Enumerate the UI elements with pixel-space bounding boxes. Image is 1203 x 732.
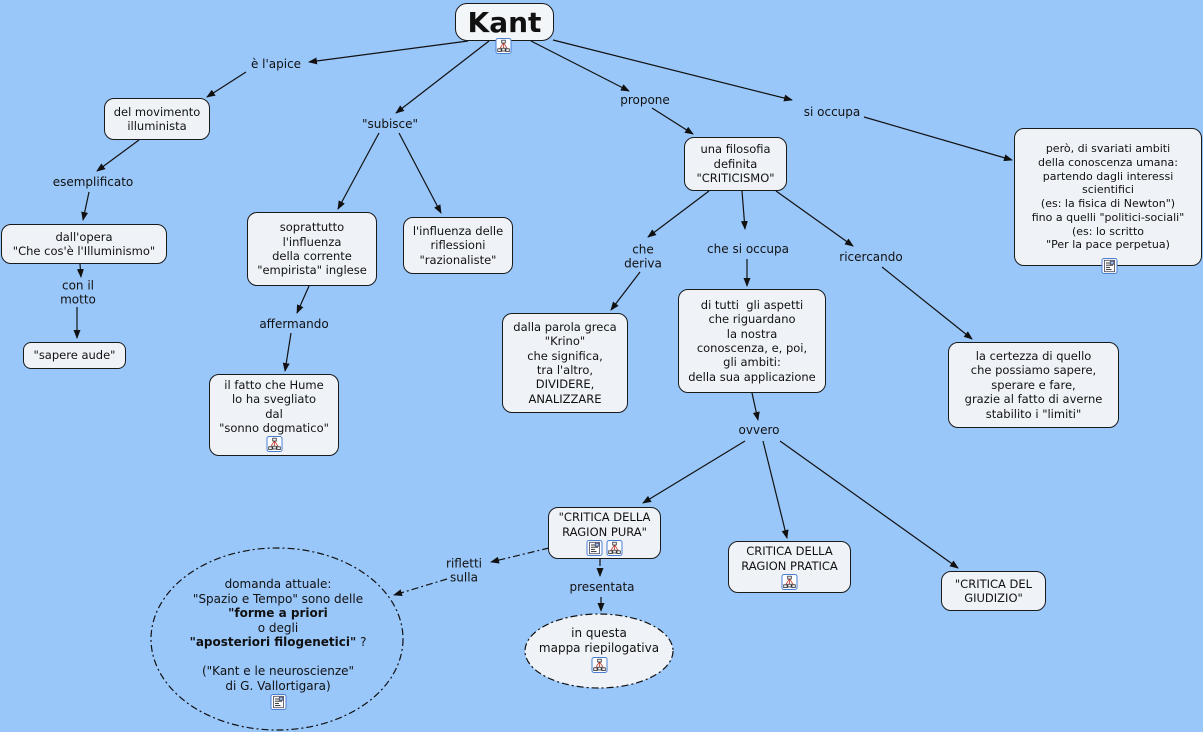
concept-label: CRITICA DELLA RAGION PRATICA — [741, 544, 838, 573]
document-icon[interactable] — [270, 694, 287, 710]
concept-label: in questa mappa riepilogativa — [538, 626, 660, 655]
concept-svariati-ambiti[interactable]: però, di svariati ambiti della conoscenz… — [1014, 128, 1202, 266]
concept-opera-illuminismo[interactable]: dall'opera "Che cos'è l'Illuminismo" — [1, 224, 167, 264]
linking-phrase-ricercando[interactable]: ricercando — [839, 249, 903, 264]
concept-label: del movimento illuminista — [113, 104, 201, 133]
concept-label: dalla parola greca "Krino" che significa… — [513, 319, 617, 406]
concept-critica-ragion-pratica[interactable]: CRITICA DELLA RAGION PRATICA — [728, 541, 851, 593]
concept-label: una filosofia definita "CRITICISMO" — [696, 142, 775, 186]
concept-critica-giudizio[interactable]: "CRITICA DEL GIUDIZIO" — [941, 571, 1046, 611]
concept-label: di tutti gli aspetti che riguardano la n… — [688, 297, 816, 384]
linking-phrase-che-si-occupa[interactable]: che si occupa — [707, 241, 789, 256]
concept-kant-label: Kant — [467, 5, 542, 39]
concept-critica-ragion-pura[interactable]: "CRITICA DELLA RAGION PURA" — [548, 507, 661, 559]
question-line: "aposteriori filogenetici" ? — [189, 635, 367, 650]
document-icon[interactable] — [1101, 258, 1118, 274]
linking-phrase-apice[interactable]: è l'apice — [250, 56, 302, 71]
question-line: o degli — [257, 620, 299, 635]
question-ellipse-shape[interactable] — [150, 547, 404, 731]
concept-corrente-empirista[interactable]: soprattutto l'influenza della corrente "… — [247, 212, 377, 286]
concept-criticismo[interactable]: una filosofia definita "CRITICISMO" — [684, 137, 787, 191]
question-line: di G. Vallortigara) — [225, 678, 331, 693]
concept-riflessioni-razionaliste[interactable]: l'influenza delle riflessioni "razionali… — [403, 217, 513, 274]
linking-phrase-ovvero[interactable]: ovvero — [738, 422, 780, 437]
concept-label: l'influenza delle riflessioni "razionali… — [412, 223, 504, 267]
document-icon[interactable] — [586, 540, 603, 556]
linking-phrase-che-deriva[interactable]: che deriva — [624, 242, 662, 271]
concept-label: il fatto che Hume lo ha svegliato dal "s… — [219, 377, 329, 435]
concept-map-icon[interactable] — [606, 540, 623, 556]
concept-krino[interactable]: dalla parola greca "Krino" che significa… — [502, 313, 628, 413]
question-line: "forme a priori — [228, 606, 328, 621]
concept-label: "sapere aude" — [33, 348, 116, 363]
concept-label: dall'opera "Che cos'è l'Illuminismo" — [12, 229, 156, 258]
linking-phrase-esemplificato[interactable]: esemplificato — [52, 174, 134, 189]
concept-movimento-illuminista[interactable]: del movimento illuminista — [104, 98, 210, 140]
linking-phrase-rifletti-sulla[interactable]: rifletti sulla — [446, 556, 482, 585]
linking-phrase-presentata[interactable]: presentata — [569, 579, 635, 594]
linking-phrase-motto[interactable]: con il motto — [60, 278, 96, 307]
concept-map-icon[interactable] — [591, 657, 608, 673]
concept-label: "CRITICA DELLA RAGION PURA" — [558, 510, 651, 539]
concept-aspetti-conoscenza[interactable]: di tutti gli aspetti che riguardano la n… — [678, 289, 826, 393]
concept-hume-sonno-dogmatico[interactable]: il fatto che Hume lo ha svegliato dal "s… — [209, 374, 339, 456]
concept-map-icon[interactable] — [781, 574, 798, 590]
concept-domanda-attuale[interactable]: domanda attuale: "Spazio e Tempo" sono d… — [152, 577, 404, 710]
concept-label: però, di svariati ambiti della conoscenz… — [1031, 142, 1185, 252]
summary-map-ellipse-shape[interactable] — [524, 613, 674, 689]
linking-phrase-subisce[interactable]: "subisce" — [361, 116, 419, 131]
question-line: ("Kant e le neuroscienze" — [201, 663, 355, 678]
concept-kant[interactable]: Kant — [455, 3, 554, 41]
concept-sapere-aude[interactable]: "sapere aude" — [23, 342, 126, 369]
linking-phrase-propone[interactable]: propone — [620, 92, 670, 107]
concept-label: "CRITICA DEL GIUDIZIO" — [954, 576, 1033, 605]
question-line: "Spazio e Tempo" sono delle — [192, 591, 364, 606]
concept-certezza-limiti[interactable]: la certezza di quello che possiamo saper… — [948, 342, 1119, 428]
resource-icons — [586, 539, 623, 556]
edge-lines — [73, 39, 1013, 612]
linking-phrase-affermando[interactable]: affermando — [259, 316, 329, 331]
question-line: domanda attuale: — [224, 577, 332, 591]
concept-mappa-riepilogativa[interactable]: in questa mappa riepilogativa — [525, 626, 673, 673]
concept-map-icon[interactable] — [495, 38, 512, 54]
concept-map-icon[interactable] — [266, 436, 283, 452]
linking-phrase-si-occupa[interactable]: si occupa — [803, 104, 861, 119]
concept-label: soprattutto l'influenza della corrente "… — [257, 220, 367, 278]
concept-label: la certezza di quello che possiamo saper… — [964, 349, 1103, 421]
